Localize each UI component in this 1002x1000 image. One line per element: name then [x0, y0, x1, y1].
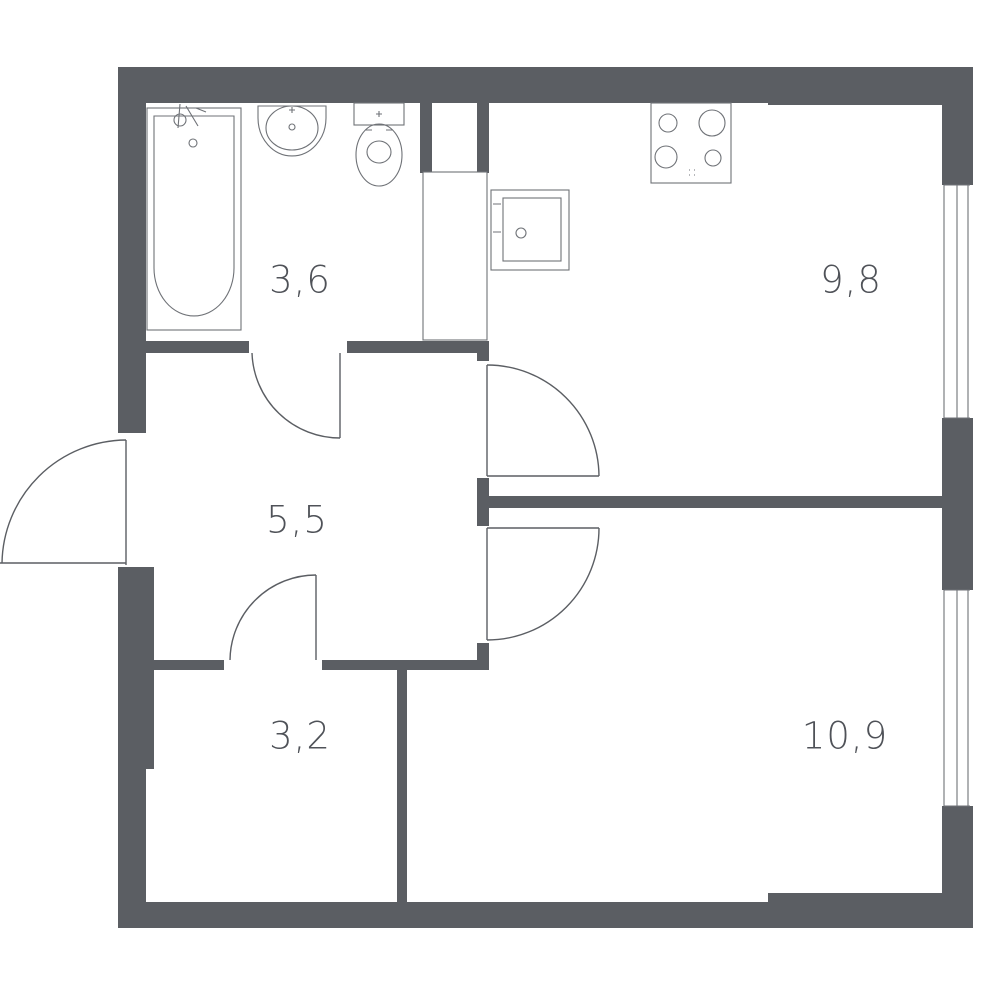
kitchen-door	[486, 364, 600, 477]
stove-icon	[650, 102, 732, 184]
kitchen-sink-icon	[490, 189, 570, 271]
bathtub-icon	[146, 103, 242, 331]
room-area-hallway: 5,5	[266, 498, 328, 542]
room-area-bathroom: 3,6	[269, 258, 331, 302]
exterior-walls	[118, 67, 973, 928]
room-area-bedroom: 10,9	[801, 714, 889, 758]
room-area-kitchen: 9,8	[820, 258, 882, 302]
window-bedroom	[943, 589, 970, 807]
storage-door	[229, 574, 317, 661]
bedroom-door	[486, 527, 600, 641]
room-area-storage: 3,2	[269, 714, 331, 758]
window-kitchen	[943, 184, 970, 419]
sink-icon	[257, 105, 327, 157]
bathroom-door	[251, 352, 341, 439]
toilet-icon	[353, 102, 405, 187]
interior-walls	[146, 103, 942, 902]
kitchen-cabinet	[422, 171, 488, 341]
entrance-door	[0, 439, 127, 565]
